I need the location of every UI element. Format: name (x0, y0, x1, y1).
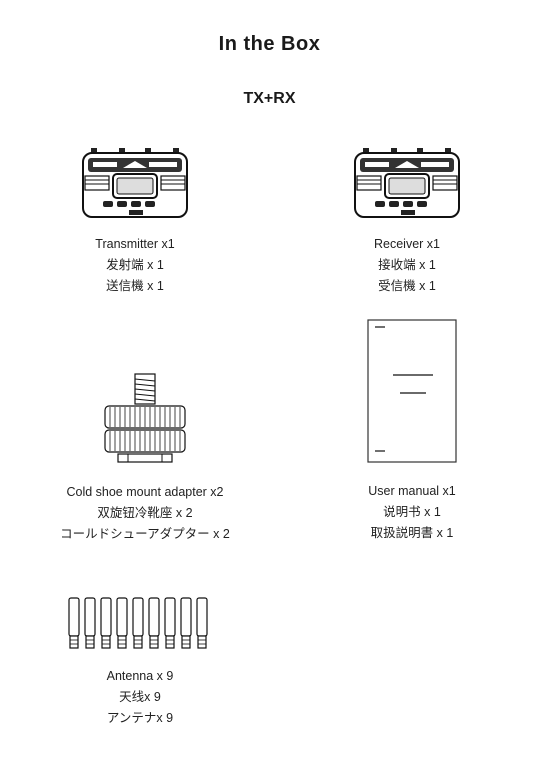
caption-line: 送信機 x 1 (106, 279, 164, 293)
caption-line: 说明书 x 1 (383, 505, 441, 519)
caption-line: Antenna x 9 (106, 669, 174, 683)
caption-line: 双旋钮冷靴座 x 2 (97, 506, 193, 520)
section-subtitle: TX+RX (243, 90, 296, 107)
caption-line: User manual x1 (368, 484, 456, 498)
caption-line: 天线x 9 (119, 690, 161, 704)
caption-line: コールドシューアダプター x 2 (60, 527, 230, 541)
cold-shoe-adapter-illustration (104, 373, 186, 463)
caption-line: 发射端 x 1 (106, 258, 164, 272)
antenna-illustration (68, 597, 208, 649)
item-antenna: Antenna x 9 天线x 9 アンテナx 9 (60, 596, 220, 729)
caption-line: Transmitter x1 (95, 237, 175, 251)
transmitter-illustration (82, 148, 188, 218)
user-manual-illustration (367, 319, 457, 463)
caption-line: 取扱説明書 x 1 (370, 526, 454, 540)
caption-line: 接收端 x 1 (378, 258, 436, 272)
caption-line: 受信機 x 1 (378, 279, 436, 293)
receiver-illustration (354, 148, 460, 218)
antenna-icon (68, 597, 208, 649)
caption-line: Receiver x1 (374, 237, 440, 251)
item-user-manual: User manual x1 说明书 x 1 取扱説明書 x 1 (332, 319, 492, 544)
caption-line: アンテナx 9 (106, 711, 174, 725)
item-cold-shoe-adapter: Cold shoe mount adapter x2 双旋钮冷靴座 x 2 コー… (40, 372, 250, 545)
item-transmitter: Transmitter x1 发射端 x 1 送信機 x 1 (55, 148, 215, 297)
item-receiver: Receiver x1 接收端 x 1 受信機 x 1 (327, 148, 487, 297)
page-title: In the Box (218, 33, 321, 55)
caption-line: Cold shoe mount adapter x2 (66, 485, 224, 499)
